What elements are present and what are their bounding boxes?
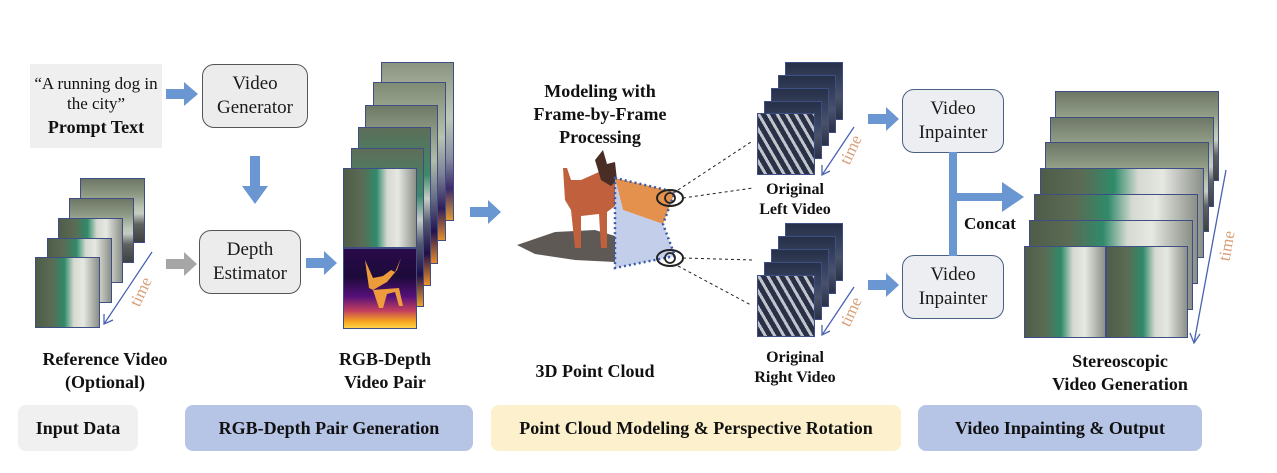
depth-dog-silhouette [365, 258, 403, 308]
time-arrow-output [1189, 169, 1227, 345]
prompt-label: Prompt Text [47, 117, 145, 137]
time-arrow-right-video [821, 286, 855, 337]
video-generator-label-1: Video [232, 73, 278, 94]
concat-label: Concat [964, 214, 1016, 233]
stage-input-data: Input Data [18, 405, 138, 451]
stereo-frame-front-right [1106, 246, 1188, 338]
arrow-reference-to-depth [166, 252, 197, 276]
time-arrow-reference [103, 251, 153, 326]
video-inpainter-top-box: Video Inpainter [902, 89, 1004, 153]
pointcloud-title: Modeling with Frame-by-Frame Processing [533, 81, 667, 147]
arrow-rgbd-to-pointcloud [470, 200, 501, 224]
original-right-video-label: Original Right Video [754, 349, 836, 386]
rgbd-frame-front-depth [343, 248, 417, 329]
depth-estimator-label-1: Depth [226, 239, 274, 260]
reference-video-label: Reference Video (Optional) [42, 349, 168, 392]
arrow-prompt-to-generator [166, 82, 198, 106]
arrow-depth-to-rgbd [306, 251, 337, 275]
time-label-output: time [1214, 229, 1239, 263]
video-generator-box: Video Generator [202, 64, 308, 128]
stereo-output-label: Stereoscopic Video Generation [1052, 351, 1188, 394]
prompt-text-box: “A running dog in the city” Prompt Text [30, 64, 162, 148]
left-frame-front [757, 113, 815, 175]
depth-estimator-label-2: Estimator [213, 263, 287, 284]
depth-estimator-box: Depth Estimator [199, 230, 301, 294]
stage-rgbd-generation: RGB-Depth Pair Generation [185, 405, 473, 451]
right-frame-front [757, 275, 815, 337]
concat-connector [949, 152, 1024, 256]
reference-frame-front [35, 257, 100, 328]
rgbd-label: RGB-Depth Video Pair [338, 349, 431, 392]
video-generator-label-2: Generator [217, 97, 293, 118]
point-cloud-illustration [517, 141, 754, 306]
video-inpainter-bottom-box: Video Inpainter [902, 255, 1004, 319]
stage-video-inpainting: Video Inpainting & Output [918, 405, 1202, 451]
original-left-video-label: Original Left Video [759, 181, 831, 218]
rgbd-frame-front-rgb [343, 168, 417, 248]
pointcloud-label: 3D Point Cloud [535, 361, 655, 381]
arrow-right-to-inpainter [868, 273, 899, 297]
arrow-left-to-inpainter [868, 107, 899, 131]
prompt-quote: “A running dog in the city” [34, 74, 158, 113]
stage-point-cloud-modeling: Point Cloud Modeling & Perspective Rotat… [491, 405, 901, 451]
time-arrow-left-video [821, 126, 855, 177]
stereo-frame-front-left [1024, 246, 1106, 338]
arrow-generator-to-depth [242, 156, 268, 204]
